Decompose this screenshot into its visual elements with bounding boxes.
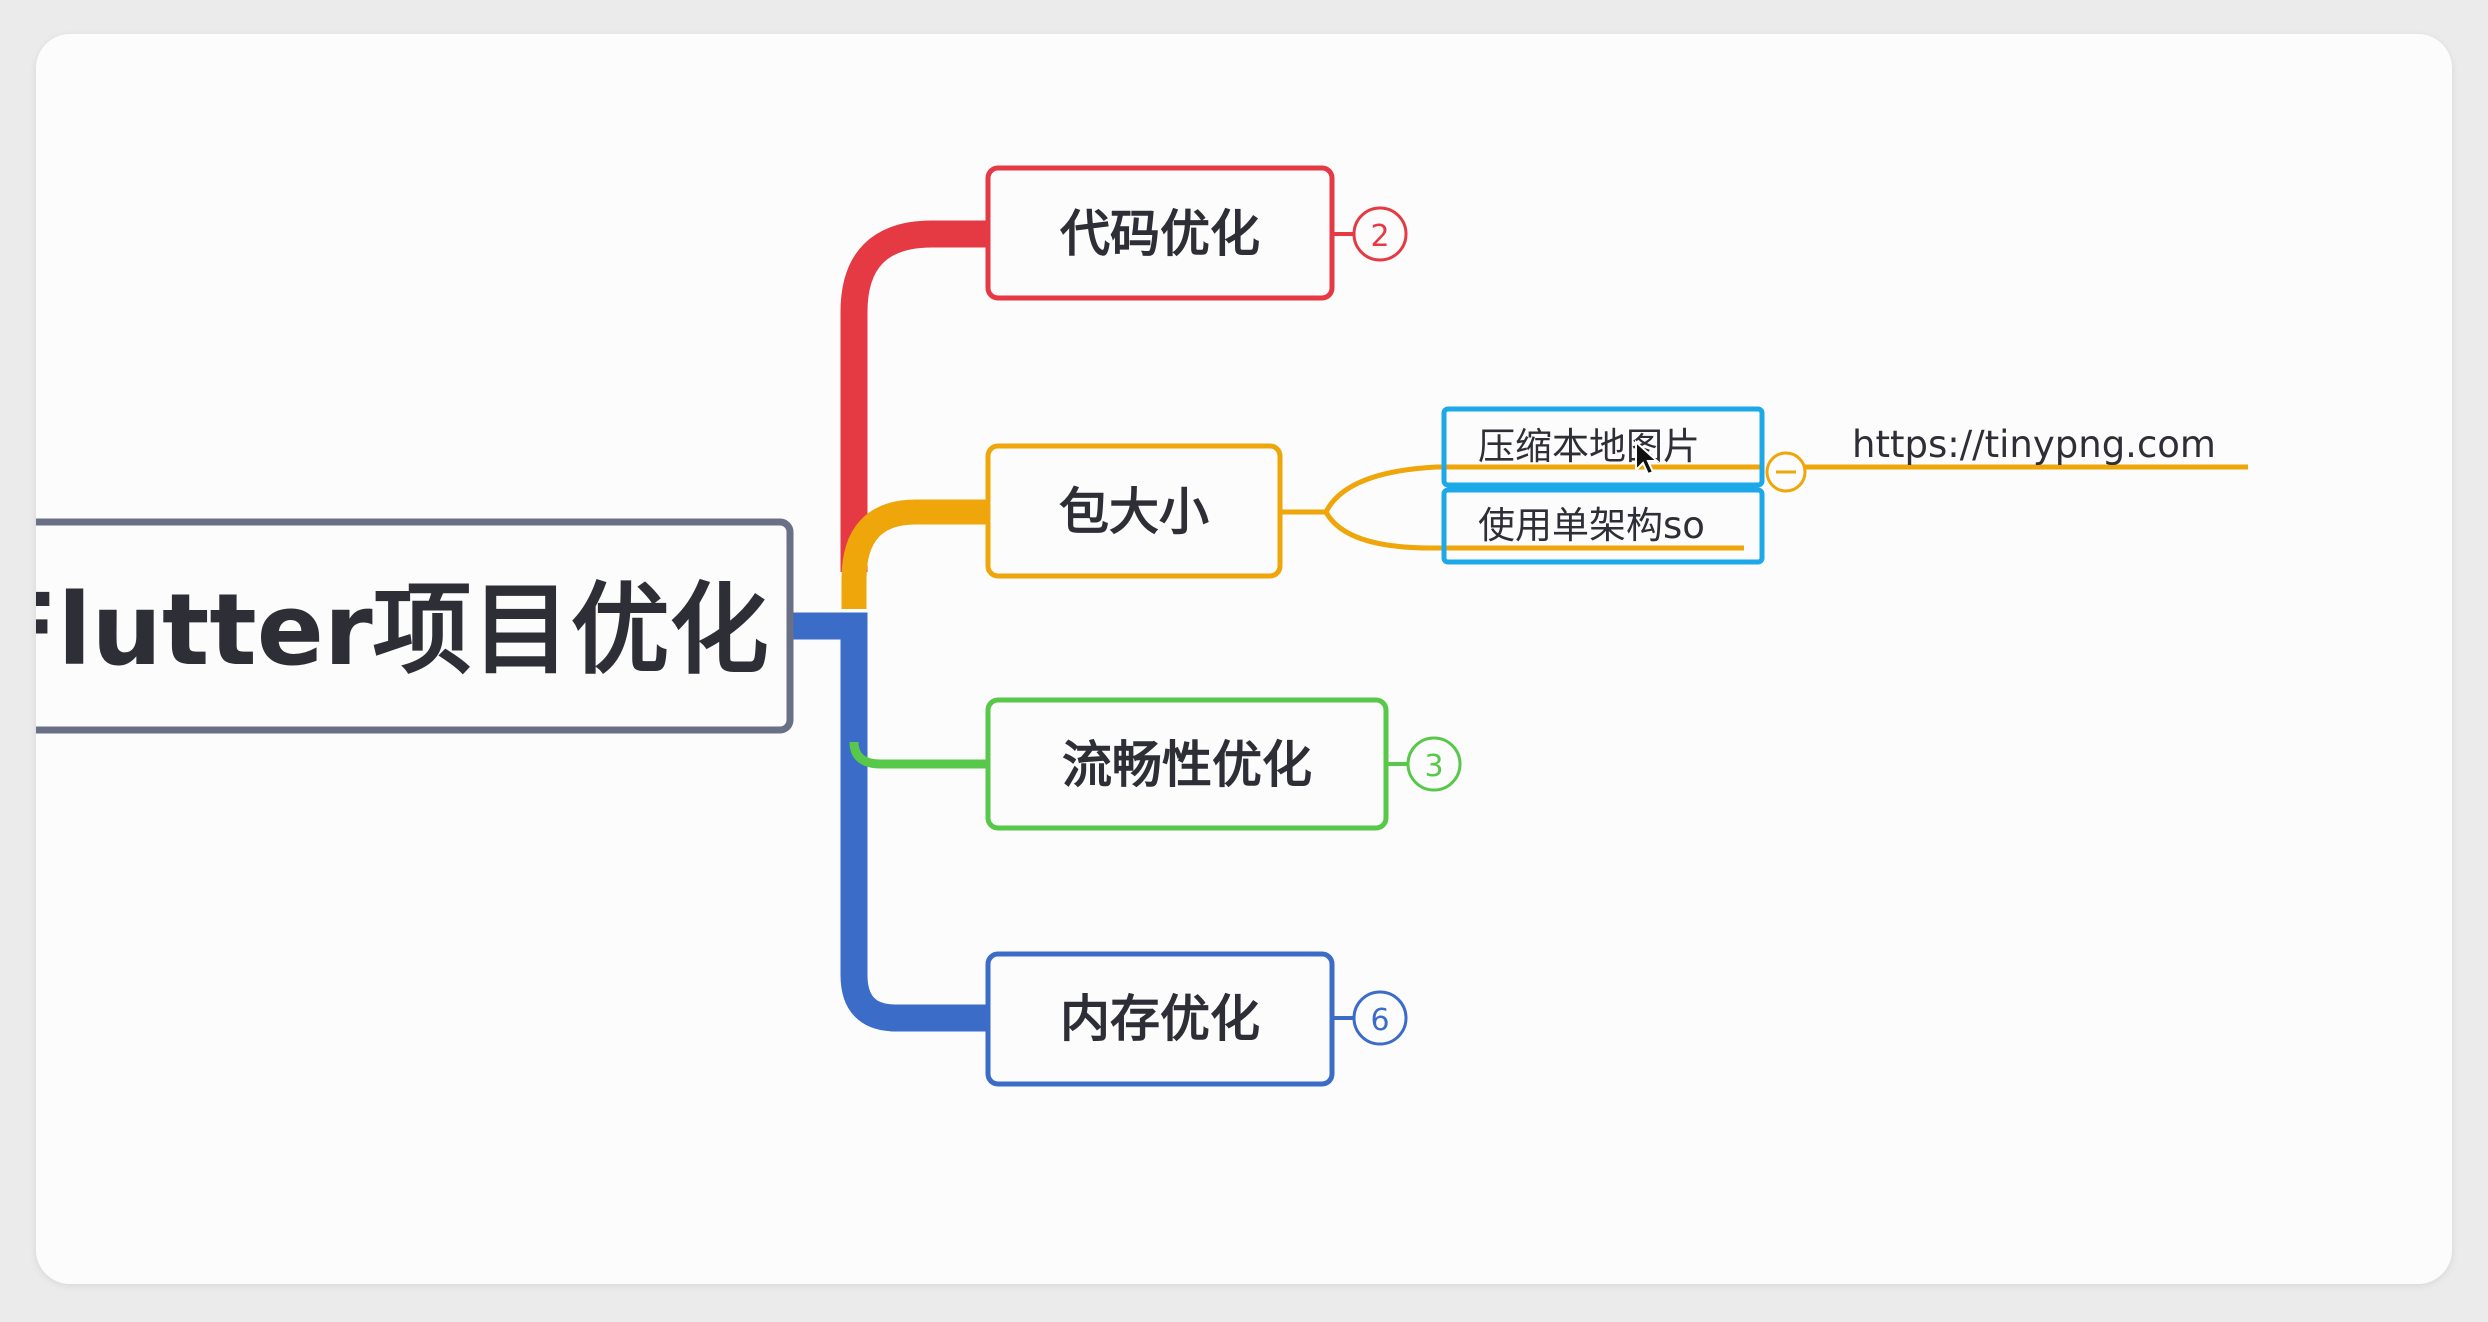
- node-package[interactable]: 包大小: [985, 443, 1283, 579]
- node-memory-label: 内存优化: [1060, 990, 1260, 1048]
- node-fluency[interactable]: 流畅性优化: [985, 697, 1389, 831]
- connector-child-2: [1323, 510, 1744, 551]
- child-single-arch-so-label: 使用单架构so: [1478, 504, 1705, 547]
- mindmap-svg: Flutter项目优化 代码优化 2 包大小 压缩本地图片 使用单架构so ht…: [36, 165, 2248, 1087]
- connectors: [793, 220, 2248, 1032]
- collapse-toggle[interactable]: [1765, 451, 1807, 493]
- connector-package: [841, 499, 988, 609]
- badge-memory[interactable]: 6: [1352, 990, 1408, 1046]
- connector-child-1: [1280, 464, 1764, 515]
- child-compress-images[interactable]: 压缩本地图片: [1441, 406, 1765, 488]
- node-code[interactable]: 代码优化: [985, 165, 1335, 301]
- connector-fluency: [849, 741, 988, 769]
- root-label: Flutter项目优化: [36, 573, 769, 688]
- root-node[interactable]: Flutter项目优化: [36, 518, 794, 734]
- badge-memory-count: 6: [1370, 1003, 1389, 1038]
- cursor-icon: [1635, 439, 1660, 476]
- node-memory[interactable]: 内存优化: [985, 951, 1335, 1087]
- connector-code: [840, 220, 988, 572]
- mindmap-canvas: Flutter项目优化 代码优化 2 包大小 压缩本地图片 使用单架构so ht…: [36, 34, 2452, 1284]
- child-compress-images-label: 压缩本地图片: [1478, 425, 1700, 468]
- node-code-label: 代码优化: [1059, 205, 1260, 263]
- node-fluency-label: 流畅性优化: [1062, 736, 1312, 794]
- node-package-label: 包大小: [1059, 483, 1209, 541]
- badge-fluency-count: 3: [1424, 749, 1443, 784]
- badge-code[interactable]: 2: [1352, 206, 1408, 262]
- badge-code-count: 2: [1370, 219, 1389, 254]
- child-single-arch-so[interactable]: 使用单架构so: [1441, 487, 1765, 565]
- connector-memory: [793, 612, 988, 1032]
- badge-fluency[interactable]: 3: [1406, 736, 1462, 792]
- note-url[interactable]: https://tinypng.com: [1852, 423, 2216, 466]
